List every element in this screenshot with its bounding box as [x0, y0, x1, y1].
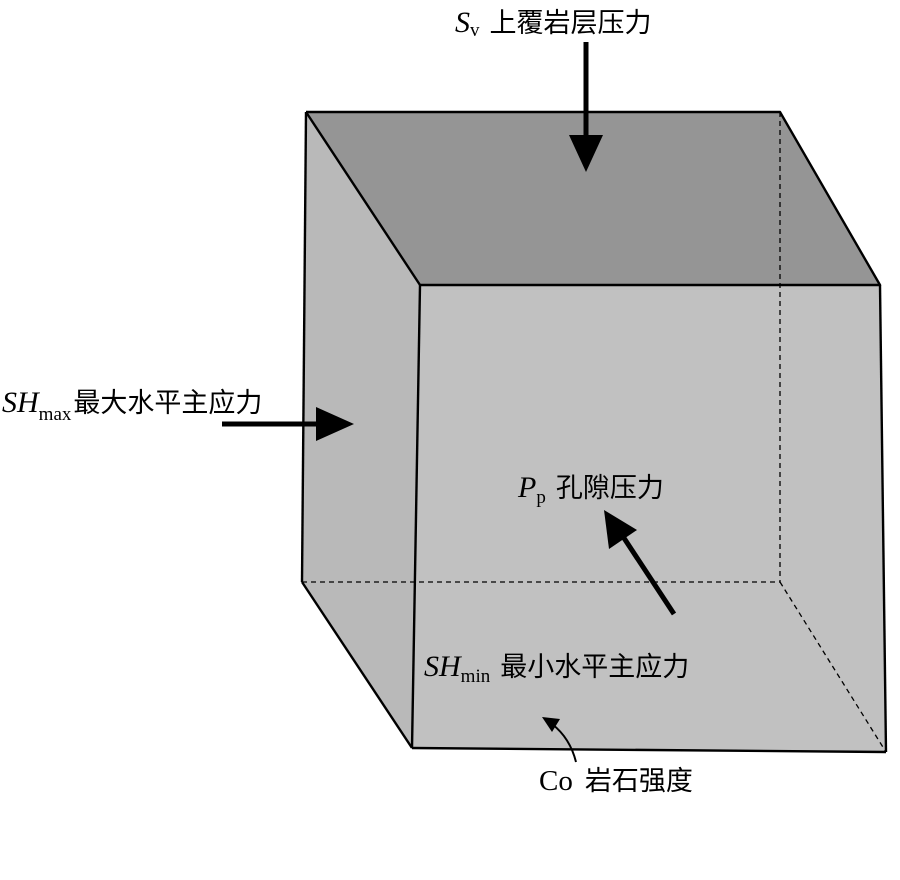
- cube-top-face: [306, 112, 880, 285]
- edge-front-bottom: [411, 746, 887, 754]
- edge-left-vertical: [300, 111, 308, 583]
- edge-left-bottom: [300, 581, 414, 749]
- cube-front-face: [412, 285, 886, 752]
- pp-text: 孔隙压力: [556, 473, 664, 504]
- sv-symbol: S: [455, 6, 470, 39]
- co-symbol: Co: [539, 765, 573, 797]
- pp-label: Pp 孔隙压力: [517, 471, 664, 508]
- sv-text: 上覆岩层压力: [490, 8, 652, 39]
- cube-visible-edges: [300, 110, 888, 754]
- cube-hidden-edges: [302, 112, 887, 753]
- shmax-symbol: SH: [2, 386, 41, 419]
- shmin-label: SHmin 最小水平主应力: [424, 650, 689, 687]
- edge-front-left: [410, 284, 422, 749]
- hidden-edge-bottom-right: [779, 581, 887, 753]
- shmax-label: SHmax最大水平主应力: [2, 386, 262, 425]
- edge-front-right: [878, 284, 888, 753]
- sv-subscript: v: [470, 20, 480, 41]
- shmax-subscript: max: [39, 404, 72, 425]
- co-text: 岩石强度: [585, 766, 693, 797]
- arrow-up-left-icon: [604, 510, 677, 616]
- curved-arrow-icon: [542, 717, 577, 763]
- pp-subscript: p: [536, 487, 546, 508]
- sv-label: Sv 上覆岩层压力: [455, 6, 652, 41]
- co-label: Co 岩石强度: [539, 765, 693, 797]
- arrow-right-icon: [222, 407, 354, 441]
- cube-left-face: [302, 112, 420, 748]
- pp-symbol: P: [517, 471, 536, 504]
- shmin-text: 最小水平主应力: [500, 652, 689, 683]
- shmax-text: 最大水平主应力: [73, 388, 262, 419]
- shmin-symbol: SH: [424, 650, 463, 683]
- arrow-down-icon: [569, 42, 603, 172]
- shmin-subscript: min: [461, 666, 491, 687]
